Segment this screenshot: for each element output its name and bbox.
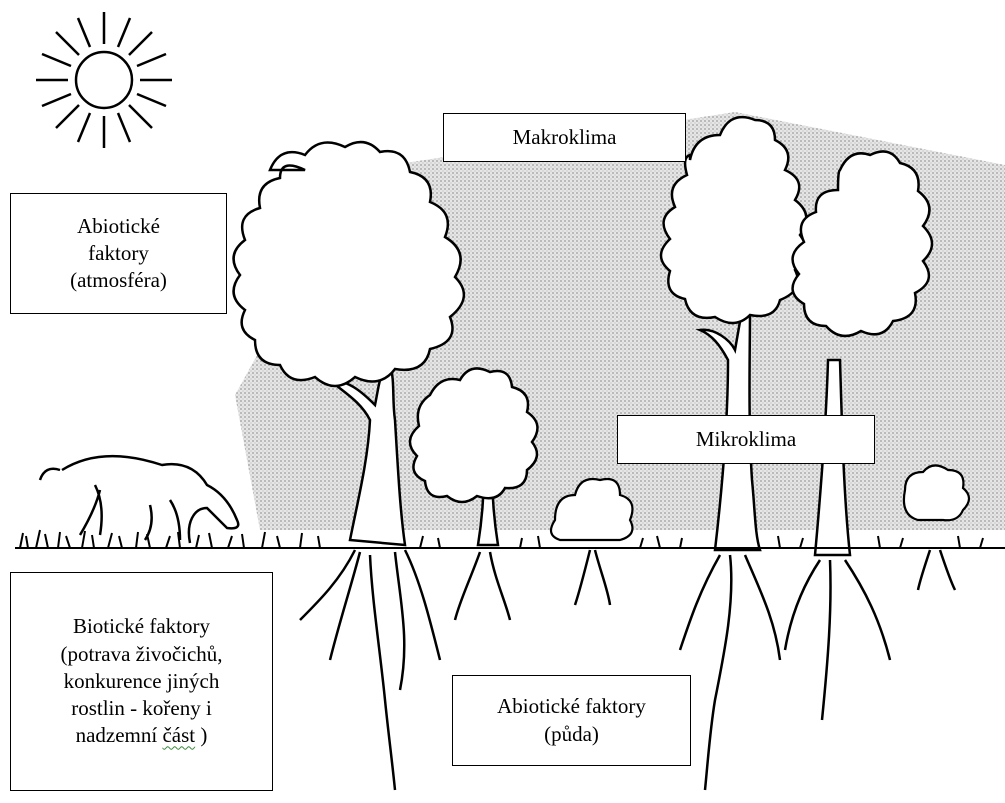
biotic-line-4: rostlin - kořeny i — [71, 695, 212, 722]
mikroklima-text: Mikroklima — [696, 426, 796, 453]
atmosphere-line-3: (atmosféra) — [70, 267, 167, 294]
horse-icon — [40, 456, 238, 543]
soil-line-2: (půda) — [544, 721, 599, 748]
biotic-line-2: (potrava živočichů, — [60, 641, 222, 668]
atmosphere-line-1: Abiotické — [77, 213, 160, 240]
atmosphere-line-2: faktory — [88, 240, 149, 267]
label-abiotic-atmosphere: Abiotické faktory (atmosféra) — [10, 193, 227, 314]
label-biotic-factors: Biotické faktory (potrava živočichů, kon… — [10, 572, 273, 791]
makroklima-text: Makroklima — [513, 124, 617, 151]
soil-line-1: Abiotické faktory — [497, 693, 646, 720]
label-abiotic-soil: Abiotické faktory (půda) — [452, 675, 691, 766]
biotic-line-5-suffix: ) — [195, 723, 207, 747]
label-mikroklima: Mikroklima — [617, 415, 875, 464]
sun-icon — [36, 12, 172, 148]
biotic-line-5-word: nadzemní — [76, 723, 158, 747]
biotic-line-1: Biotické faktory — [73, 613, 210, 640]
grass-icon — [15, 530, 1005, 548]
label-makroklima: Makroklima — [443, 113, 686, 162]
biotic-line-5: nadzemní část ) — [76, 722, 208, 749]
biotic-line-3: konkurence jiných — [64, 668, 220, 695]
spellcheck-word: část — [162, 723, 195, 747]
